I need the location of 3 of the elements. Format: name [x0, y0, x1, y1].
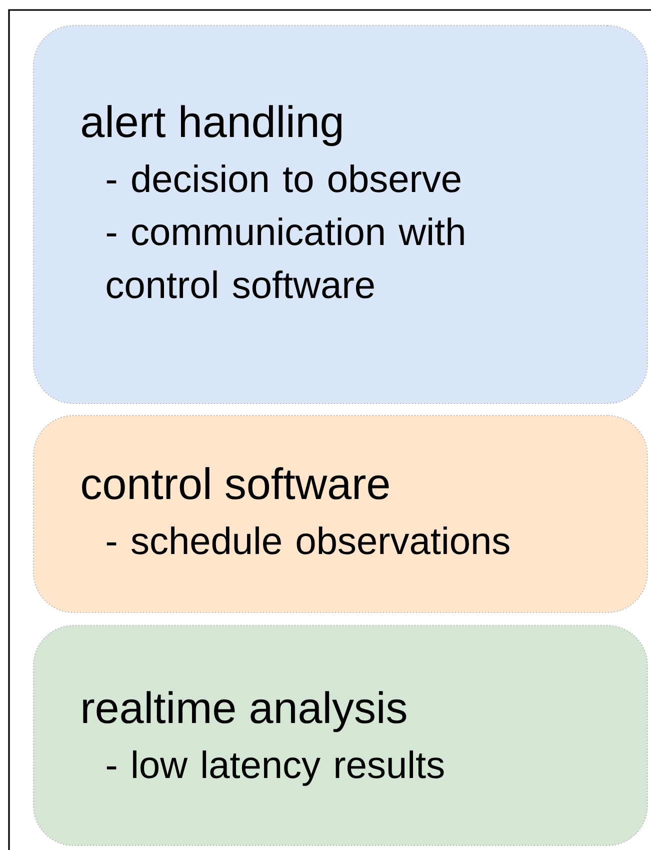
rounded-box: alert handling - decision to observe - communication with control software [33, 25, 648, 404]
rounded-box: realtime analysis - low latency results [33, 625, 648, 846]
rounded-box: control software - schedule observations [33, 415, 648, 613]
